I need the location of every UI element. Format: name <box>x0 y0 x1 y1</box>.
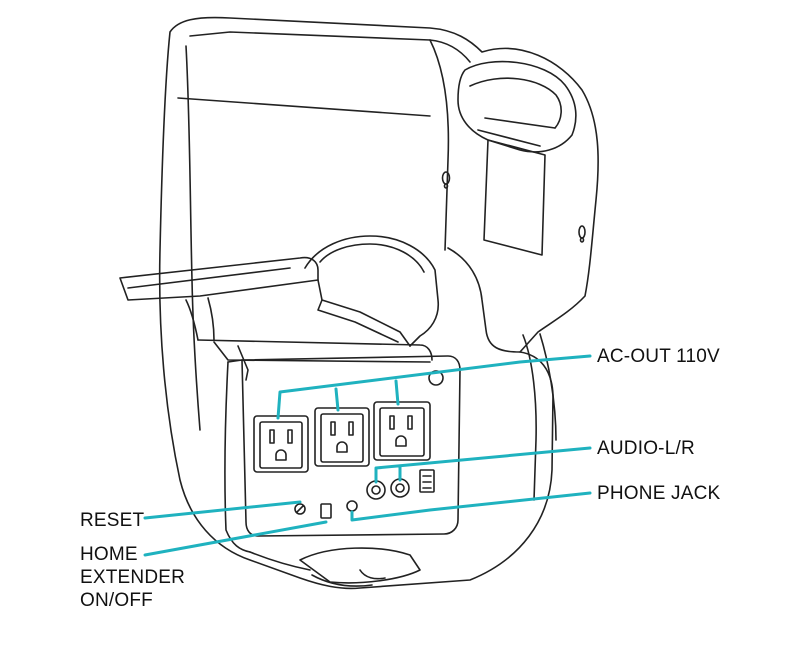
front-panel <box>241 355 461 537</box>
callout-ac-out <box>276 354 592 420</box>
label-home-line-2: EXTENDER <box>80 567 186 588</box>
ac-outlet-2 <box>314 407 370 467</box>
handle-outline <box>457 60 577 153</box>
cradle-flap <box>119 256 319 301</box>
label-reset: RESET <box>80 510 145 531</box>
base-foot <box>299 547 421 584</box>
label-audio: AUDIO-L/R <box>597 438 695 459</box>
ac-outlet-1 <box>253 415 309 473</box>
screw-holes <box>441 171 586 243</box>
label-home-line-1: HOME <box>80 544 138 565</box>
label-panel <box>483 139 546 256</box>
callout-phone <box>350 491 592 522</box>
callout-audio <box>374 446 592 484</box>
callout-lines <box>143 354 592 557</box>
label-home-line-3: ON/OFF <box>80 590 153 611</box>
label-ac-out: AC-OUT 110V <box>597 346 720 367</box>
label-phone-jack: PHONE JACK <box>597 483 721 504</box>
ac-outlet-3 <box>373 401 431 461</box>
phone-port <box>419 469 435 493</box>
reset-button <box>294 503 306 515</box>
label-home-extender: HOME EXTENDER ON/OFF <box>80 543 185 612</box>
cradle-support <box>304 235 440 347</box>
callout-home-extender <box>143 520 328 557</box>
home-extender-switch <box>320 503 332 519</box>
callout-reset <box>143 500 302 520</box>
phone-jack <box>346 500 358 512</box>
audio-jacks <box>366 478 410 500</box>
